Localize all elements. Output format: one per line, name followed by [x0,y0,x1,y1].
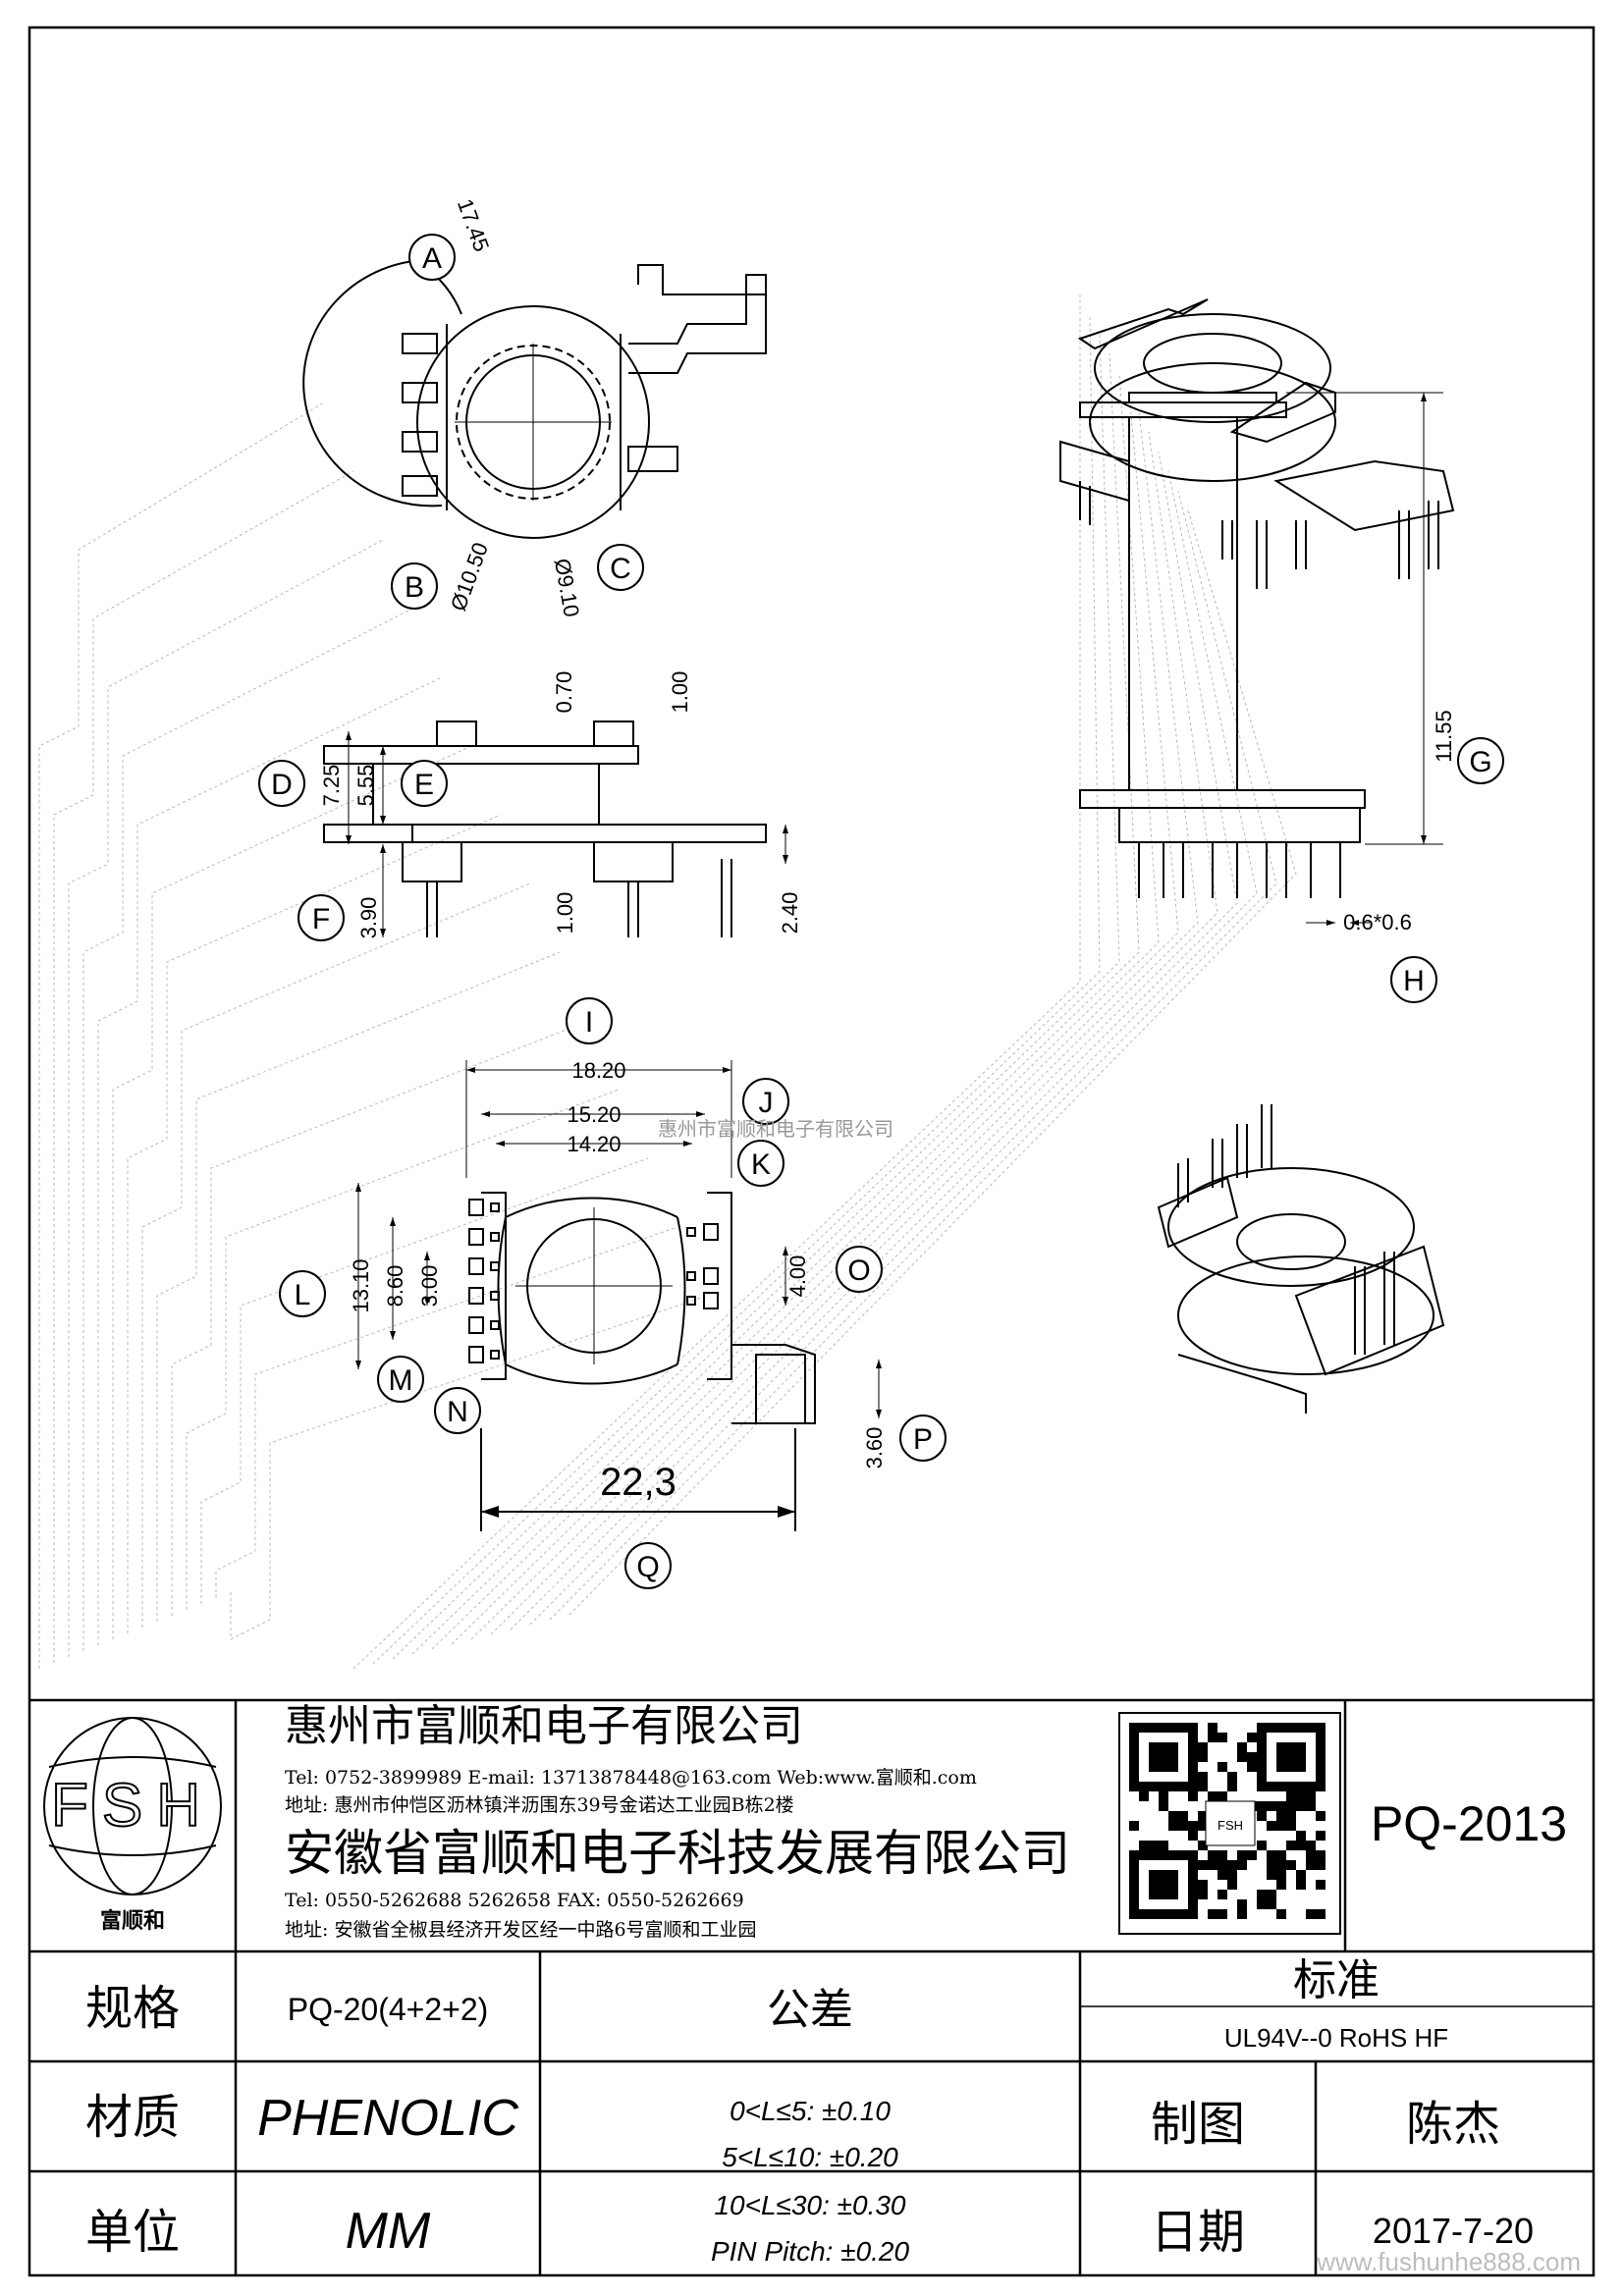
callout-letter: O [847,1255,870,1287]
dim-p-right: 2.40 [778,892,802,934]
callout-m: M [377,1356,424,1403]
dim-p: 3.60 [862,1427,887,1469]
callout-d: D [258,760,305,807]
callout-p: P [899,1415,947,1462]
drawn-by-label: 制图 [1151,2097,1245,2152]
callout-n: N [434,1387,481,1434]
dim-k: 14.20 [567,1132,621,1156]
tolerance-line-3: 10<L≤30: ±0.30 [714,2190,905,2220]
callout-o: O [836,1246,883,1293]
dim-g: 11.55 [1432,710,1456,762]
site-watermark: www.fushunhe888.com [1316,2247,1581,2276]
callout-e: E [401,760,448,807]
contact-line-1: Tel: 0752-3899989 E-mail: 13713878448@16… [285,1767,977,1789]
dim-l2: 8.60 [383,1265,407,1308]
part-number: PQ-2013 [1371,1796,1567,1851]
tolerance-line-1: 0<L≤5: ±0.10 [730,2096,891,2126]
standard-value: UL94V--0 RoHS HF [1224,2023,1448,2053]
drawn-by-value: 陈杰 [1406,2097,1500,2152]
spec-label: 规格 [85,1981,180,2036]
address-line-1: 地址: 惠州市仲恺区沥林镇泮沥围东39号金诺达工业园B栋2楼 [285,1794,794,1816]
company-watermark: 惠州市富顺和电子有限公司 [658,1117,893,1141]
callout-l: L [279,1270,326,1317]
dim-e-top: 0.70 [552,671,576,714]
callout-letter: C [610,553,631,585]
iso-view-top [1059,298,1455,589]
address-line-2: 地址: 安徽省全椒县经济开发区经一中路6号富顺和工业园 [285,1919,757,1941]
callout-q: Q [624,1542,672,1589]
spec-value: PQ-20(4+2+2) [288,1992,489,2027]
dim-l3: 3.00 [417,1265,442,1308]
unit-label: 单位 [85,2205,180,2260]
dim-a: 17.45 [453,195,494,254]
material-label: 材质 [85,2090,180,2145]
callout-letter: P [913,1423,933,1456]
standard-label: 标准 [1293,1955,1380,2005]
dim-e-right: 1.00 [668,671,692,714]
title-block [29,1698,1594,2275]
callout-letter: D [271,769,293,801]
callout-letter: J [759,1087,774,1119]
dim-h: 0.6*0.6 [1343,910,1412,934]
dim-i: 18.20 [571,1058,625,1083]
callout-letter: E [414,769,434,801]
top-view [302,259,767,539]
callout-letter: F [312,903,330,935]
dim-b: Ø10.50 [446,539,493,614]
logo-caption: 富顺和 [100,1908,165,1934]
dim-o: 4.00 [785,1255,810,1298]
qr-label: FSH [1217,1818,1243,1833]
tolerance-label: 公差 [767,1985,853,2035]
callout-letter: A [422,242,442,275]
callout-letter: H [1403,965,1425,997]
dimension-lines [346,392,1443,1531]
callout-letter: L [295,1279,311,1311]
contact-line-2: Tel: 0550-5262688 5262658 FAX: 0550-5262… [285,1890,744,1911]
callout-letter: Q [636,1551,659,1583]
dim-l: 13.10 [349,1258,373,1312]
dim-d: 7.25 [319,765,344,807]
callout-i: I [566,997,613,1044]
callout-j: J [742,1078,789,1125]
callout-b: B [391,562,438,610]
callout-letter: N [447,1396,468,1428]
qr-code: FSH [1118,1712,1341,1935]
front-view [1079,392,1366,898]
tolerance-line-2: 5<L≤10: ±0.20 [722,2142,898,2172]
unit-value: MM [346,2203,431,2260]
company-name-1: 惠州市富顺和电子有限公司 [285,1701,803,1751]
company-name-2: 安徽省富顺和电子科技发展有限公司 [285,1825,1070,1882]
iso-view-bottom [1157,1104,1445,1414]
dim-e-mid: 1.00 [553,892,577,934]
dim-q: 22,3 [600,1461,676,1504]
bottom-view [468,1192,816,1424]
guide-lines [38,294,1297,1670]
drawing-border [27,26,1596,2277]
tolerance-line-4: PIN Pitch: ±0.20 [711,2236,910,2267]
company-logo: FSH [43,1717,222,1896]
callout-g: G [1457,737,1504,784]
callout-k: K [737,1140,784,1187]
dim-c: Ø9.10 [550,557,584,618]
callout-letter: B [405,571,424,604]
material-value: PHENOLIC [257,2090,518,2147]
dim-j: 15.20 [567,1102,621,1127]
date-label: 日期 [1151,2205,1245,2260]
dim-e: 5.55 [353,765,378,807]
side-view [323,721,767,937]
dim-f: 3.90 [356,897,381,939]
callout-c: C [597,544,644,591]
callout-letter: G [1469,746,1491,778]
callout-letter: I [585,1006,593,1039]
callout-f: F [298,894,345,941]
callout-letter: K [751,1148,771,1181]
callout-h: H [1390,956,1437,1003]
callout-letter: M [389,1364,413,1397]
date-value: 2017-7-20 [1373,2211,1534,2251]
callout-a: A [408,234,456,281]
logo-letters: FSH [51,1772,214,1840]
